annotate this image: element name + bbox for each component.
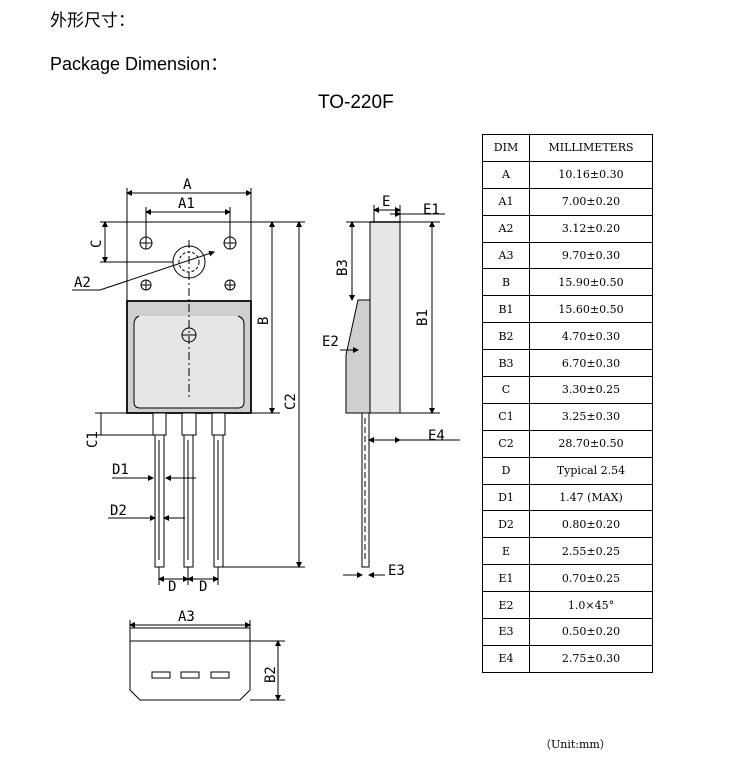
dim-cell: D <box>482 456 530 485</box>
header-dim: DIM <box>482 134 530 162</box>
dim-cell: C1 <box>482 402 530 431</box>
dim-cell: A <box>482 160 530 189</box>
title-chinese: 外形尺寸： <box>50 11 135 31</box>
front-view <box>72 188 305 585</box>
dim-cell: A3 <box>482 241 530 270</box>
mm-cell: 0.70±0.25 <box>529 564 653 593</box>
dim-cell: E1 <box>482 564 530 593</box>
label-B1: B1 <box>415 309 431 326</box>
mm-cell: 6.70±0.30 <box>529 349 653 378</box>
label-D1: D1 <box>112 462 129 478</box>
dim-cell: D2 <box>482 510 530 539</box>
side-view <box>340 205 460 578</box>
label-D2: D2 <box>110 503 127 519</box>
label-B3: B3 <box>335 259 351 276</box>
table-header-row: DIM MILLIMETERS <box>482 134 653 162</box>
mm-cell: 1.47 (MAX) <box>529 483 653 512</box>
dim-cell: A1 <box>482 187 530 216</box>
label-A3: A3 <box>178 609 195 625</box>
mm-cell: 3.25±0.30 <box>529 402 653 431</box>
mm-cell: 4.70±0.30 <box>529 322 653 351</box>
mm-cell: 1.0×45° <box>529 591 653 620</box>
label-E3: E3 <box>388 563 405 579</box>
label-B2: B2 <box>263 666 279 683</box>
title-english: Package Dimension： <box>50 54 229 74</box>
dim-cell: E2 <box>482 591 530 620</box>
mm-cell: 28.70±0.50 <box>529 429 653 458</box>
label-D-1: D <box>168 579 176 595</box>
mm-cell: 9.70±0.30 <box>529 241 653 270</box>
dim-cell: B2 <box>482 322 530 351</box>
label-C: C <box>89 240 105 248</box>
dim-cell: E <box>482 537 530 566</box>
mm-cell: 2.55±0.25 <box>529 537 653 566</box>
mm-cell: 3.30±0.25 <box>529 376 653 404</box>
mm-cell: 0.80±0.20 <box>529 510 653 539</box>
mm-cell: 10.16±0.30 <box>529 160 653 189</box>
label-B: B <box>256 317 272 325</box>
dim-cell: C <box>482 376 530 404</box>
label-C1: C1 <box>85 431 101 448</box>
label-E1: E1 <box>423 202 440 218</box>
dim-cell: B1 <box>482 295 530 324</box>
label-D-2: D <box>199 579 207 595</box>
mm-cell: 7.00±0.20 <box>529 187 653 216</box>
dim-cell: E3 <box>482 618 530 646</box>
dim-cell: E4 <box>482 644 530 673</box>
dim-cell: B3 <box>482 349 530 378</box>
label-A2: A2 <box>74 275 91 291</box>
bottom-view <box>129 620 285 701</box>
mm-cell: 2.75±0.30 <box>529 644 653 673</box>
dim-cell: D1 <box>482 483 530 512</box>
label-C2: C2 <box>283 393 299 410</box>
label-E2: E2 <box>322 334 339 350</box>
package-name: TO-220F <box>318 92 394 113</box>
dim-cell: B <box>482 268 530 297</box>
dim-cell: C2 <box>482 429 530 458</box>
mm-cell: 15.90±0.50 <box>529 268 653 297</box>
unit-note: （Unit:mm） <box>540 738 611 751</box>
label-E: E <box>382 194 390 210</box>
label-A: A <box>183 177 192 193</box>
dim-cell: A2 <box>482 214 530 243</box>
mm-cell: Typical 2.54 <box>529 456 653 485</box>
header-millimeters: MILLIMETERS <box>529 134 653 162</box>
mm-cell: 0.50±0.20 <box>529 618 653 646</box>
mm-cell: 3.12±0.20 <box>529 214 653 243</box>
label-A1: A1 <box>178 196 195 212</box>
mm-cell: 15.60±0.50 <box>529 295 653 324</box>
label-E4: E4 <box>428 428 445 444</box>
